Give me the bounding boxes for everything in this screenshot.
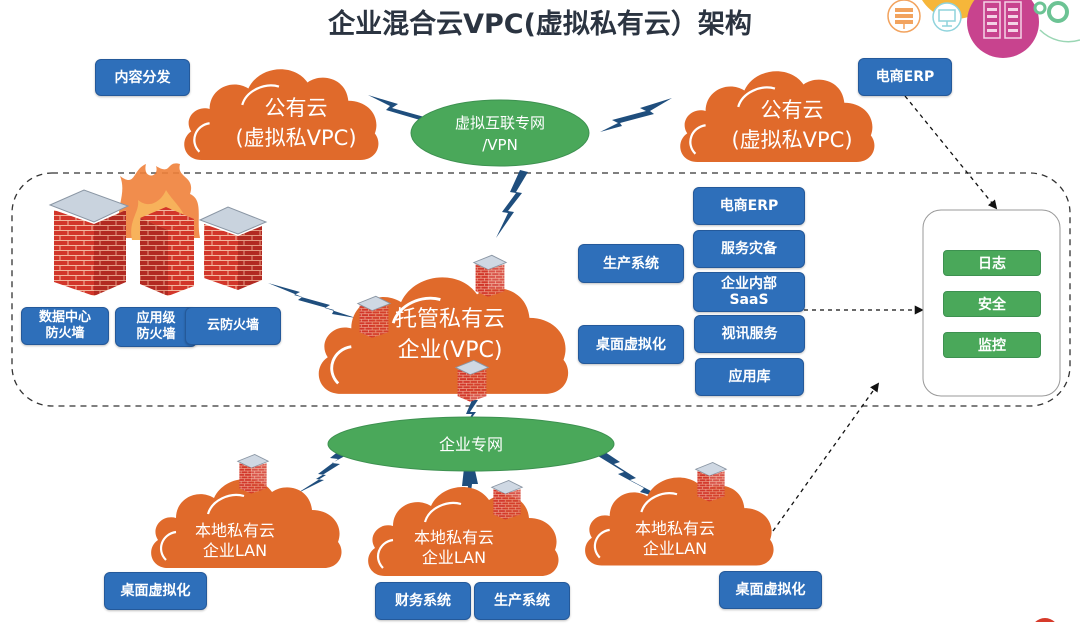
label-line: 应用级 bbox=[136, 311, 176, 326]
local-production-system-box[interactable]: 生产系统 bbox=[474, 582, 570, 620]
server-stack-icon bbox=[887, 0, 921, 33]
firewall-icon bbox=[473, 254, 507, 298]
firewall-icon bbox=[237, 454, 269, 494]
network-label: 企业专网 bbox=[439, 435, 503, 454]
server-rack-icon bbox=[967, 0, 1039, 58]
bolt-icon bbox=[464, 400, 478, 428]
cloud-label: 本地私有云 bbox=[195, 521, 275, 540]
public-cloud-left: 公有云 (虚拟私VPC) bbox=[183, 68, 380, 162]
local-desktop-virtualization-right[interactable]: 桌面虚拟化 bbox=[719, 571, 822, 609]
public-cloud-right: 公有云 (虚拟私VPC) bbox=[679, 70, 876, 164]
brick-wall-icon bbox=[140, 207, 194, 296]
label-line: 企业内部 bbox=[721, 276, 777, 292]
firewall-icon bbox=[491, 480, 523, 520]
local-cloud-middle: 本地私有云 企业LAN bbox=[367, 480, 560, 578]
bolt-icon bbox=[496, 170, 528, 238]
dashed-arrows bbox=[772, 95, 998, 532]
cloud-label: 企业(VPC) bbox=[398, 338, 503, 363]
decor-icons bbox=[887, 0, 1080, 58]
cloud-label: 企业LAN bbox=[422, 548, 486, 567]
ecommerce-erp-box-top[interactable]: 电商ERP bbox=[858, 58, 952, 96]
content-delivery-box[interactable]: 内容分发 bbox=[95, 59, 190, 96]
ops-security[interactable]: 安全 bbox=[943, 291, 1041, 317]
bolt-icon bbox=[268, 283, 356, 318]
bolt-icon bbox=[296, 446, 356, 494]
bolt-icon bbox=[600, 98, 672, 132]
corner-badge bbox=[1032, 618, 1058, 626]
service-ecommerce-erp[interactable]: 电商ERP bbox=[693, 187, 805, 225]
arrow-erp-to-ops bbox=[904, 95, 998, 210]
firewall-icon bbox=[455, 359, 489, 403]
datacenter-firewall-label[interactable]: 数据中心防火墙 bbox=[21, 307, 109, 345]
enterprise-network-ellipse: 企业专网 bbox=[327, 416, 615, 472]
label-line: SaaS bbox=[729, 292, 769, 308]
local-cloud-right: 本地私有云 企业LAN bbox=[583, 462, 775, 567]
cloud-label: 公有云 bbox=[265, 96, 328, 120]
cloud-label: 托管私有云 bbox=[395, 307, 505, 332]
brick-wall-icon bbox=[48, 189, 130, 296]
vpn-label: 虚拟互联专网 bbox=[455, 114, 545, 132]
cloud-label: (虚拟私VPC) bbox=[235, 126, 356, 150]
managed-private-cloud: 托管私有云 企业(VPC) bbox=[317, 254, 570, 403]
brick-wall-icon bbox=[198, 206, 268, 290]
label-line: 防火墙 bbox=[45, 326, 85, 341]
firewall-illustration bbox=[48, 163, 268, 296]
local-desktop-virtualization-left[interactable]: 桌面虚拟化 bbox=[104, 572, 207, 610]
vpn-label: /VPN bbox=[482, 136, 518, 154]
local-cloud-left: 本地私有云 企业LAN bbox=[149, 454, 343, 570]
firewall-icon bbox=[357, 295, 391, 339]
label-line: 防火墙 bbox=[136, 327, 176, 342]
arrow-lan-to-ops bbox=[772, 382, 880, 532]
ops-monitoring[interactable]: 监控 bbox=[943, 332, 1041, 358]
cloud-label: 企业LAN bbox=[203, 541, 267, 560]
cloud-firewall-label[interactable]: 云防火墙 bbox=[185, 307, 281, 345]
production-system-box[interactable]: 生产系统 bbox=[578, 244, 684, 283]
cloud-label: 本地私有云 bbox=[635, 519, 715, 538]
cloud-label: 本地私有云 bbox=[414, 528, 494, 547]
gears-icon bbox=[1033, 1, 1080, 43]
vpn-ellipse: 虚拟互联专网 /VPN bbox=[410, 99, 590, 167]
finance-system-box[interactable]: 财务系统 bbox=[375, 582, 471, 620]
cloud-label: (虚拟私VPC) bbox=[731, 128, 852, 152]
ops-logs[interactable]: 日志 bbox=[943, 250, 1041, 276]
bolt-icon bbox=[598, 450, 668, 500]
cloud-label: 企业LAN bbox=[643, 539, 707, 558]
cloud-label: 公有云 bbox=[761, 98, 824, 122]
monitor-icon bbox=[932, 2, 962, 32]
desktop-virtualization-box[interactable]: 桌面虚拟化 bbox=[578, 325, 684, 364]
app-firewall-label[interactable]: 应用级防火墙 bbox=[115, 307, 197, 347]
enterprise-boundary bbox=[11, 172, 1071, 407]
service-disaster-recovery[interactable]: 服务灾备 bbox=[693, 230, 805, 268]
service-video[interactable]: 视讯服务 bbox=[694, 315, 805, 353]
label-line: 数据中心 bbox=[38, 310, 91, 325]
page-title: 企业混合云VPC(虚拟私有云）架构 bbox=[328, 9, 752, 40]
service-app-store[interactable]: 应用库 bbox=[695, 358, 804, 396]
firewall-icon bbox=[695, 462, 727, 502]
